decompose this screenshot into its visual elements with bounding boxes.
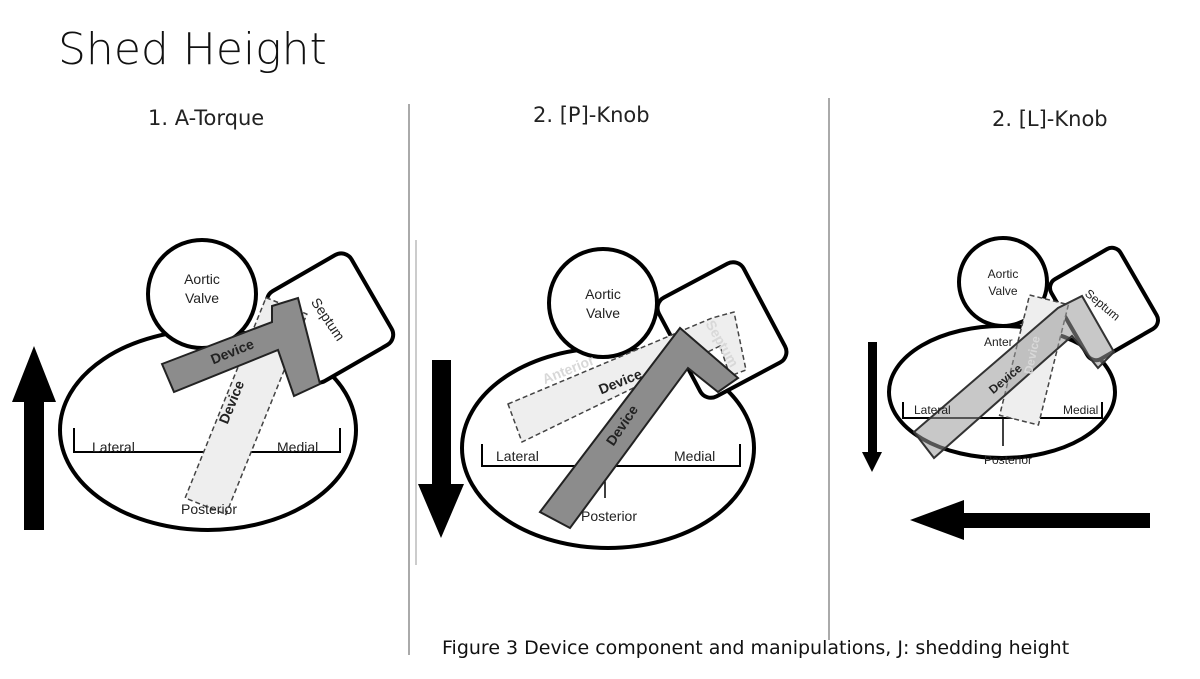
arrow-up-icon: [12, 346, 56, 530]
figure-caption: Figure 3 Device component and manipulati…: [442, 637, 1070, 659]
posterior-label: Posterior: [581, 508, 637, 524]
medial-label: Medial: [277, 439, 318, 455]
panel-a-torque: Aortic Valve Septum Device Device Latera…: [12, 238, 396, 532]
device-shape: [912, 294, 1116, 460]
panel-p-knob: Aortic Valve Septum Anterior Device Devi…: [418, 247, 789, 550]
medial-label: Medial: [674, 448, 715, 464]
device-shape: [538, 326, 740, 530]
posterior-label: Posterior: [984, 453, 1032, 467]
lateral-label: Lateral: [496, 448, 539, 464]
lateral-label: Lateral: [92, 439, 135, 455]
anterior-label: Anter: [984, 335, 1013, 349]
aortic-valve-circle: [547, 247, 659, 359]
panel-title-p-knob: 2. [P]-Knob: [533, 103, 650, 127]
slide-title: Shed Height: [58, 24, 327, 75]
aortic-label: Aortic: [184, 271, 220, 287]
panel-title-a-torque: 1. A-Torque: [148, 106, 265, 130]
arrow-down-icon: [862, 342, 882, 472]
posterior-label: Posterior: [181, 501, 237, 517]
aortic-valve-circle: [957, 236, 1049, 328]
device-shape: [160, 296, 322, 398]
valve-label: Valve: [586, 305, 620, 321]
lateral-label: Lateral: [914, 403, 951, 417]
aortic-label: Aortic: [585, 286, 621, 302]
medial-label: Medial: [1063, 403, 1098, 417]
device-outline-dashed: [184, 296, 308, 516]
arrow-down-icon: [418, 360, 464, 538]
panel-l-knob: Aortic Valve Septum Anter Device Device …: [862, 236, 1160, 540]
valve-label: Valve: [988, 284, 1017, 298]
valve-label: Valve: [185, 290, 219, 306]
aortic-label: Aortic: [988, 267, 1019, 281]
arrow-left-icon: [910, 500, 1150, 540]
panel-title-l-knob: 2. [L]-Knob: [992, 107, 1108, 131]
